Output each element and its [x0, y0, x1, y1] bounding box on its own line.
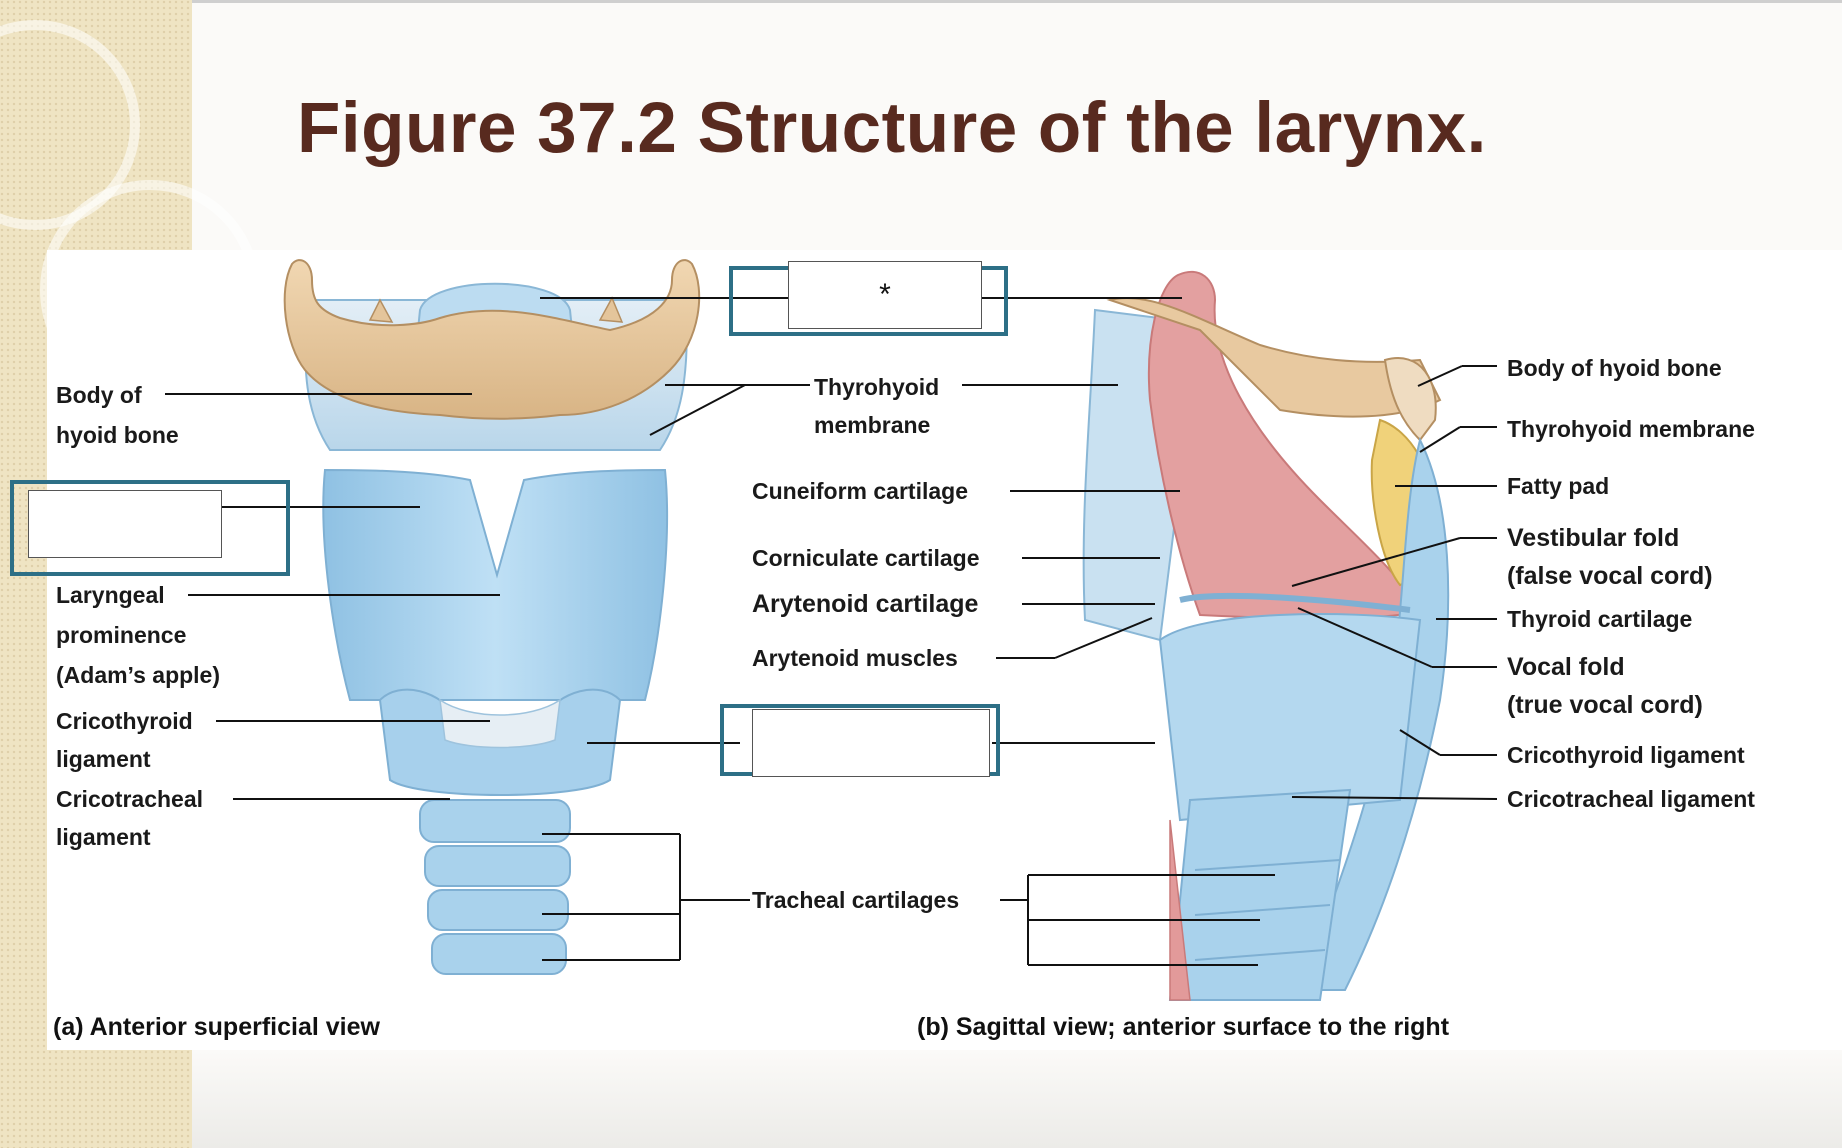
- top-border: [0, 0, 1842, 3]
- label-vestibular-fold: Vestibular fold (false vocal cord): [1507, 524, 1713, 590]
- label-cricotracheal-b: Cricotracheal ligament: [1507, 786, 1755, 812]
- posterior-mucosa: [1169, 819, 1191, 1001]
- label-cricothyroid-a: Cricothyroid ligament: [56, 708, 193, 773]
- label-thyrohyoid-center: Thyrohyoid membrane: [814, 374, 940, 439]
- label-cuneiform: Cuneiform cartilage: [752, 478, 968, 504]
- slide-title: Figure 37.2 Structure of the larynx.: [297, 89, 1487, 168]
- label-body-of-hyoid-b: Body of hyoid bone: [1507, 355, 1722, 381]
- label-arytenoid-cartilage: Arytenoid cartilage: [752, 590, 979, 618]
- label-body-of-hyoid-a: Body of hyoid bone: [56, 382, 179, 449]
- thyroid-cartilage-shape: [322, 468, 669, 701]
- label-fatty-pad: Fatty pad: [1507, 473, 1610, 499]
- hyoid-bone-shape: [283, 259, 701, 420]
- caption-anterior-view: (a) Anterior superficial view: [53, 1013, 380, 1041]
- anterior-view-drawing: [283, 259, 701, 975]
- sagittal-cricoid-region: [1158, 613, 1422, 822]
- blank-box-top[interactable]: *: [788, 261, 982, 329]
- leader-lines: [165, 297, 1498, 966]
- sagittal-hyoid-region: [1106, 297, 1442, 418]
- label-vocal-fold: Vocal fold (true vocal cord): [1507, 653, 1703, 719]
- label-corniculate: Corniculate cartilage: [752, 545, 980, 571]
- cricothyroid-ligament-shape: [439, 698, 561, 749]
- sagittal-thyroid-cartilage: [1298, 437, 1450, 991]
- tracheal-ring: [431, 933, 567, 975]
- label-cricotracheal-a: Cricotracheal ligament: [56, 786, 204, 851]
- vocal-fold-shape: [1179, 592, 1411, 613]
- tracheal-ring: [419, 799, 571, 843]
- caption-sagittal-view: (b) Sagittal view; anterior surface to t…: [917, 1013, 1450, 1041]
- blank-frame-left: [10, 480, 290, 576]
- label-thyroid-cartilage: Thyroid cartilage: [1507, 606, 1693, 632]
- label-laryngeal-prominence: Laryngeal prominence (Adam’s apple): [56, 582, 221, 689]
- blank-box-left[interactable]: [28, 490, 222, 558]
- label-arytenoid-muscles: Arytenoid muscles: [752, 645, 958, 671]
- label-tracheal-cartilages: Tracheal cartilages: [752, 887, 960, 913]
- label-cricothyroid-b: Cricothyroid ligament: [1507, 742, 1745, 768]
- hyoid-horns: [368, 296, 624, 323]
- sagittal-view-drawing: [1082, 270, 1450, 1001]
- blank-box-middle[interactable]: [752, 709, 990, 777]
- label-thyrohyoid-b: Thyrohyoid membrane: [1507, 416, 1755, 442]
- tracheal-ring: [427, 889, 569, 931]
- bottom-shade: [192, 1050, 1842, 1148]
- tracheal-ring: [424, 845, 571, 887]
- hyoid-bone-cross-section: [1383, 357, 1437, 442]
- sagittal-trachea: [1168, 788, 1352, 1001]
